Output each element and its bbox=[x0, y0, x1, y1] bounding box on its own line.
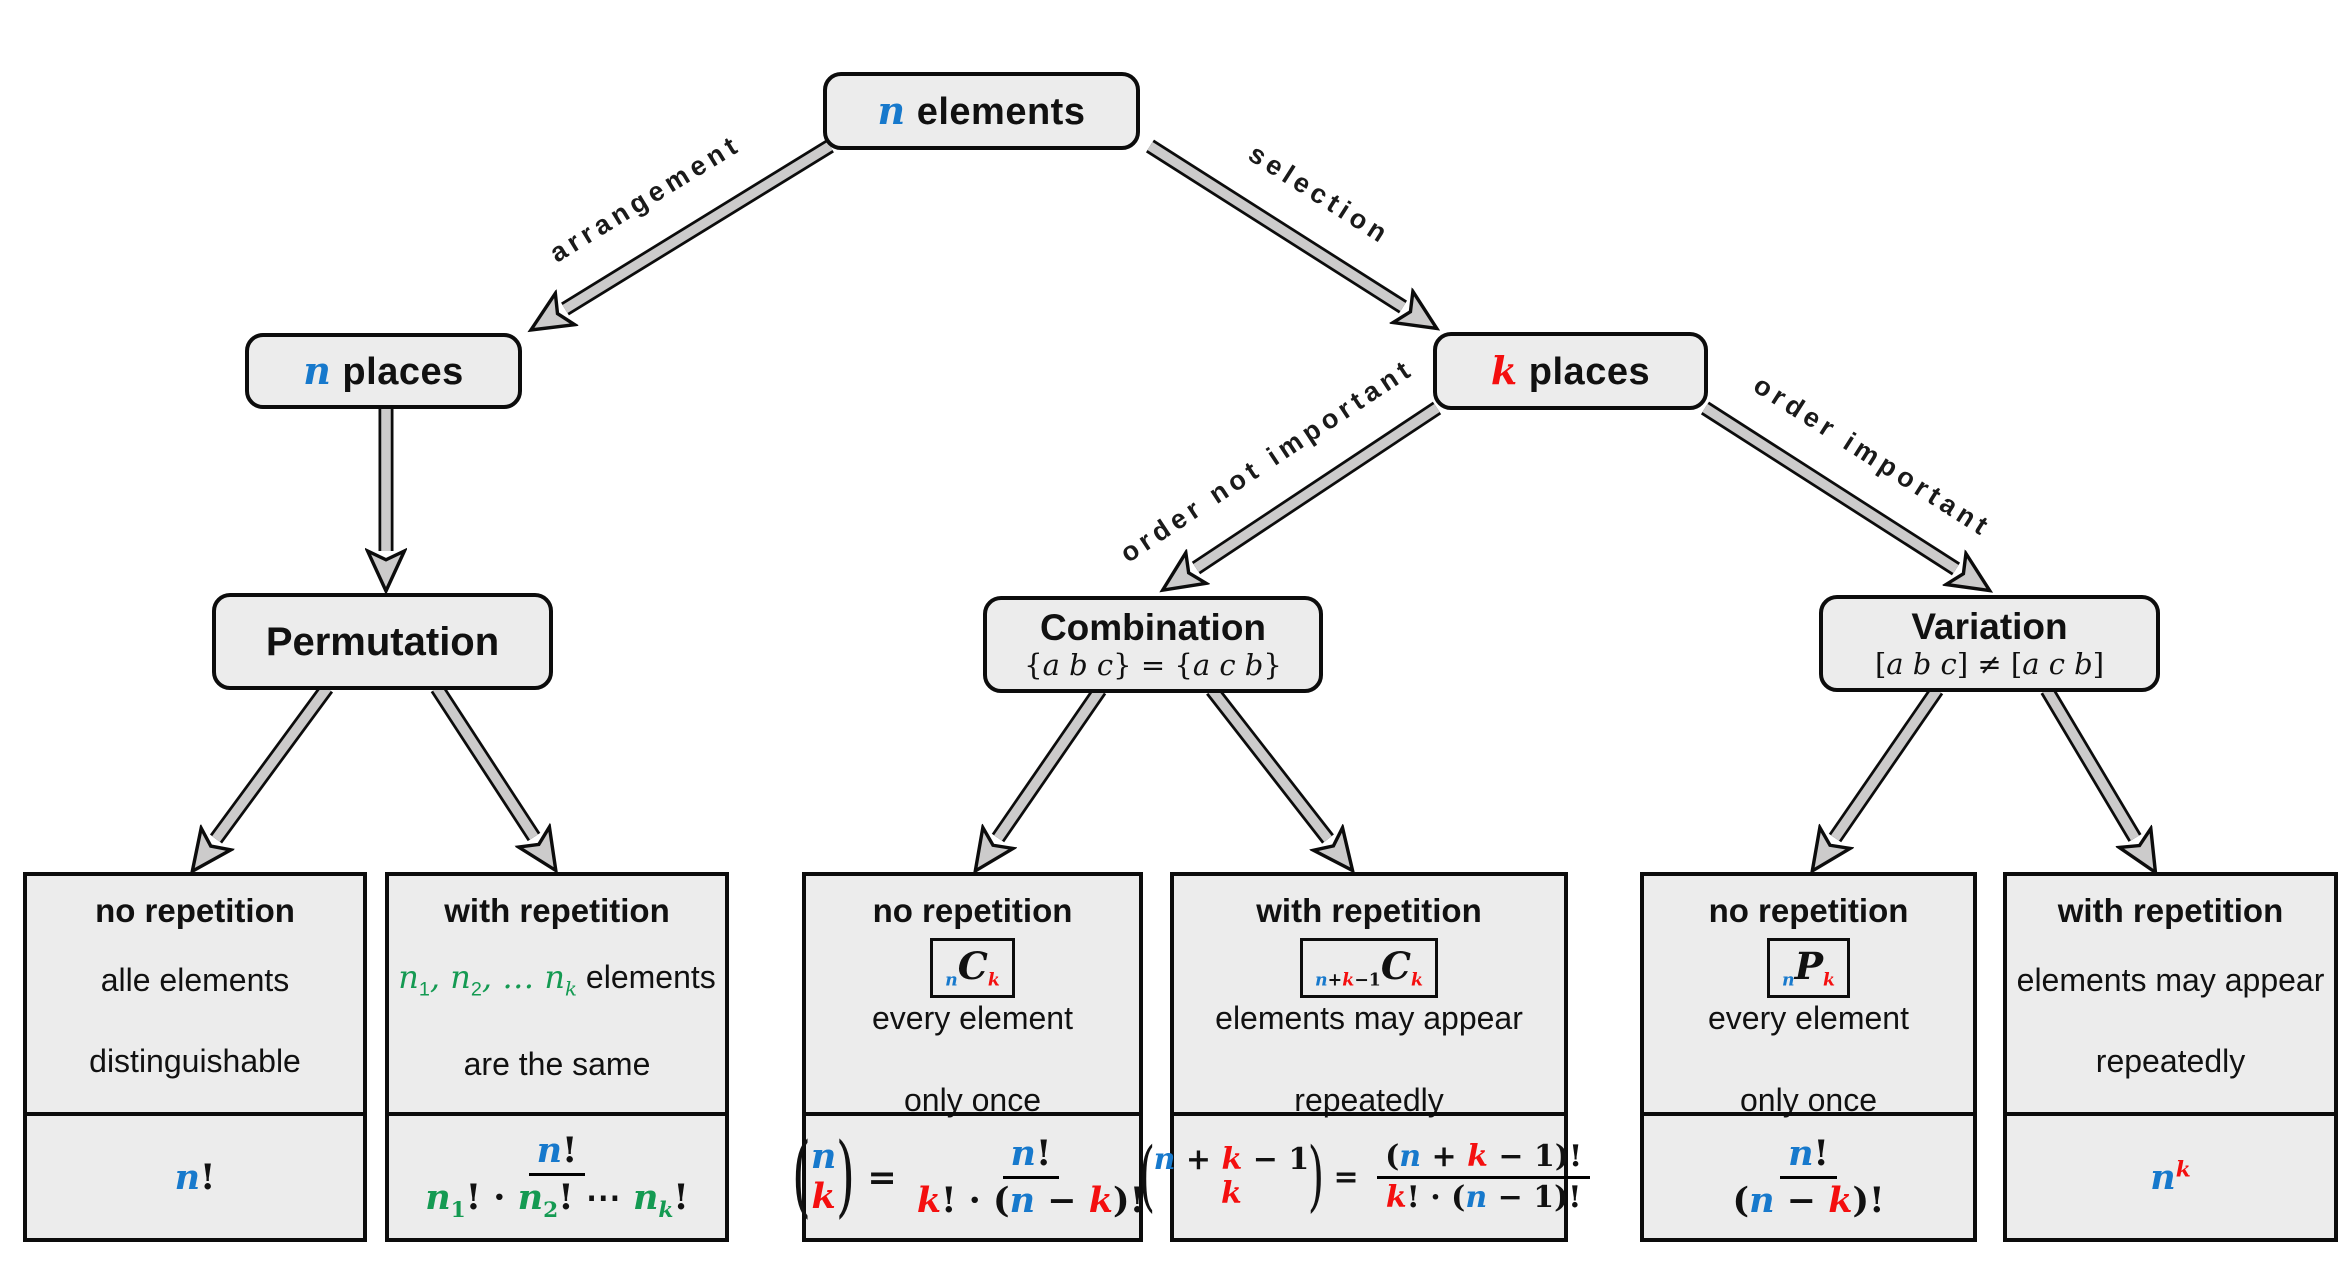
arrow-permutation-to-with-repetition bbox=[430, 683, 534, 837]
arrow-combination-to-with-repetition bbox=[1206, 685, 1328, 839]
arrow-k-places-to-combination bbox=[1196, 401, 1442, 568]
node-k-places: k places bbox=[1433, 332, 1708, 410]
node-permutation-title: Permutation bbox=[265, 619, 500, 664]
node-combination: Combination {a b c} = {a c b} bbox=[983, 596, 1323, 693]
leaf-heading: with repetition bbox=[2057, 892, 2284, 929]
node-n-elements-label: n elements bbox=[877, 88, 1086, 133]
node-combination-example: {a b c} = {a c b} bbox=[1024, 648, 1282, 683]
notation-badge-nCk: nCk bbox=[930, 938, 1015, 999]
arrow-variation-to-with-repetition bbox=[2040, 686, 2135, 838]
leaf-heading: with repetition bbox=[1256, 892, 1482, 929]
leaf-formula: n!n1! · n2! ⋯ nk! bbox=[389, 1112, 725, 1238]
edge-label-arrangement: arrangement bbox=[544, 128, 746, 268]
leaf-formula: n! bbox=[27, 1112, 363, 1238]
arrow-arrangement bbox=[565, 139, 834, 309]
node-k-places-label: k places bbox=[1490, 348, 1651, 393]
leaf-formula: nk bbox=[2007, 1112, 2334, 1238]
edge-label-order-not-important: order not important bbox=[1115, 353, 1420, 569]
node-variation-title: Variation bbox=[1911, 605, 2068, 647]
node-variation-example: [a b c] ≠ [a c b] bbox=[1874, 647, 2105, 682]
arrow-variation-to-no-repetition bbox=[1835, 685, 1944, 838]
arrow-combination-to-no-repetition bbox=[998, 685, 1107, 838]
leaf-heading: no repetition bbox=[872, 892, 1073, 929]
node-n-places-label: n places bbox=[303, 348, 464, 393]
node-combination-title: Combination bbox=[1039, 606, 1267, 648]
leaf-heading: no repetition bbox=[1708, 892, 1909, 929]
leaf-heading: with repetition bbox=[444, 892, 670, 929]
arrow-selection bbox=[1145, 139, 1403, 307]
leaf-heading: no repetition bbox=[95, 892, 295, 929]
arrow-permutation-to-no-repetition bbox=[216, 683, 334, 839]
arrow-k-places-to-variation bbox=[1700, 401, 1956, 569]
leaf-combination-with-repetition: with repetition n+k−1Ck elements may app… bbox=[1139, 872, 1591, 1242]
edge-label-selection: selection bbox=[1243, 138, 1396, 250]
node-permutation: Permutation bbox=[212, 593, 553, 690]
node-n-elements: n elements bbox=[823, 72, 1140, 150]
notation-badge-n+k-1Ck: n+k−1Ck bbox=[1300, 938, 1438, 999]
notation-badge-nPk: nPk bbox=[1766, 938, 1851, 999]
leaf-formula: n!(n − k)! bbox=[1644, 1112, 1973, 1238]
node-n-places: n places bbox=[245, 333, 522, 409]
node-variation: Variation [a b c] ≠ [a c b] bbox=[1819, 595, 2160, 692]
